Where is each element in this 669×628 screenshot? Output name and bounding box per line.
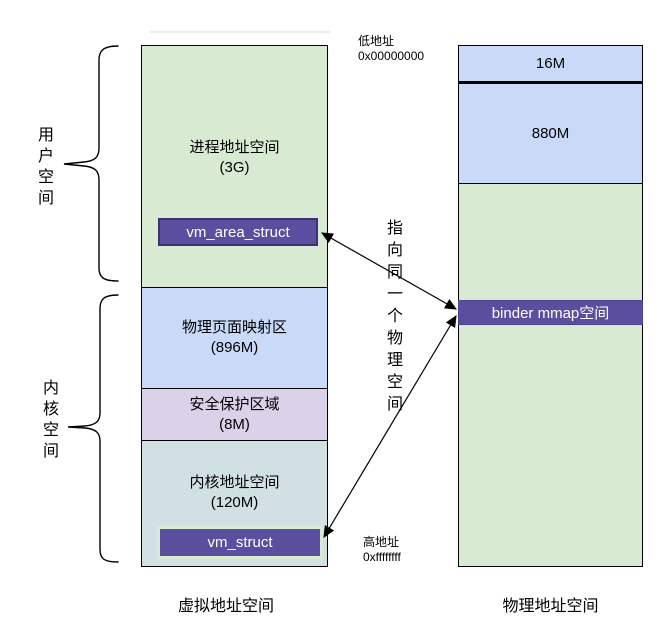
section-physical-remainder: [458, 184, 643, 567]
vm-area-struct-label: vm_area_struct: [186, 223, 290, 241]
low-address-text: 低地址: [358, 34, 395, 48]
high-address-text: 高地址: [363, 535, 400, 549]
section-title: 物理页面映射区: [181, 319, 287, 336]
high-address-hex: 0xffffffff: [363, 550, 401, 564]
section-16m: 16M: [458, 45, 643, 82]
section-label: 16M: [535, 54, 566, 72]
virtual-column-caption: 虚拟地址空间: [177, 598, 274, 615]
vm-struct-box: vm_struct: [157, 526, 323, 559]
vm-area-struct-box: vm_area_struct: [158, 218, 318, 246]
low-address-hex: 0x00000000: [358, 49, 425, 63]
kernel-space-label: 内核空间: [40, 379, 57, 463]
section-size: (120M): [210, 493, 259, 511]
section-title: 进程地址空间: [189, 138, 280, 156]
binder-mmap-band: binder mmap空间: [458, 300, 643, 325]
high-address-annotation: 高地址 0xffffffff: [363, 535, 401, 565]
section-size: (8M): [219, 415, 250, 433]
physical-column-caption: 物理地址空间: [502, 598, 599, 615]
section-process-address-space: 进程地址空间 (3G): [141, 45, 328, 288]
section-880m: 880M: [458, 82, 643, 184]
virtual-address-column: 进程地址空间 (3G) 物理页面映射区 (896M) 安全保护区域 (8M) 内…: [141, 45, 328, 567]
user-space-brace: [63, 45, 119, 282]
vm-struct-label: vm_struct: [207, 534, 273, 551]
user-space-label: 用户空间: [35, 126, 52, 210]
section-title: 安全保护区域: [189, 395, 280, 413]
section-guard-area: 安全保护区域 (8M): [141, 389, 328, 441]
section-title: 内核地址空间: [189, 473, 280, 491]
same-physical-space-note: 指向同一个物理空间: [384, 219, 401, 417]
low-address-annotation: 低地址 0x00000000: [358, 34, 424, 64]
section-size: (896M): [210, 339, 259, 356]
section-label: 880M: [531, 124, 570, 142]
physical-address-column: 16M 880M: [458, 45, 643, 567]
binder-mmap-label: binder mmap空间: [491, 305, 610, 322]
section-physical-page-map: 物理页面映射区 (896M): [141, 288, 328, 389]
section-size: (3G): [219, 158, 250, 176]
kernel-space-brace: [67, 294, 119, 563]
